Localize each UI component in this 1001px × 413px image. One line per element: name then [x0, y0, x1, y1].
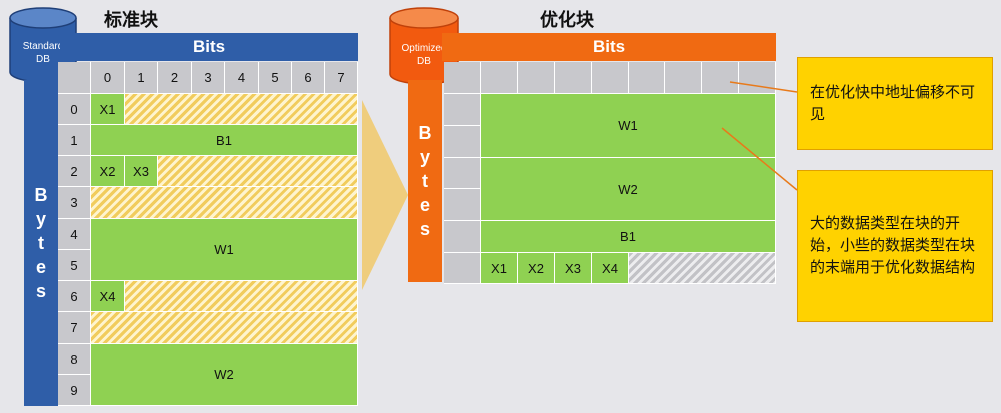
var-b1: B1	[481, 221, 776, 253]
bit-header-blank	[518, 62, 555, 94]
byte-header: 2	[58, 156, 91, 187]
var-w1: W1	[481, 94, 776, 158]
optimized-block-grid: W1 W2 B1 X1 X2 X3 X4	[444, 62, 776, 284]
callout-line-2	[721, 127, 798, 191]
bit-header-blank	[592, 62, 629, 94]
bit-header: 0	[91, 62, 125, 94]
standard-bytes-label: B y t e s	[24, 80, 58, 406]
byte-header: 5	[58, 250, 91, 281]
byte-header: 9	[58, 375, 91, 406]
standard-block-grid: 0 1 2 3 4 5 6 7 0 1 2 3 4 5 6 7 8 9 X1 B…	[58, 62, 358, 406]
optimized-bytes-label: B y t e s	[408, 80, 442, 282]
byte-header: 7	[58, 312, 91, 344]
note-address-offset: 在优化快中地址偏移不可见	[797, 57, 993, 150]
var-x2: X2	[91, 156, 125, 187]
var-w2: W2	[91, 344, 358, 406]
byte-header: 1	[58, 125, 91, 156]
byte-header-blank	[444, 189, 481, 221]
byte-header: 3	[58, 187, 91, 219]
transform-arrow-icon	[362, 100, 408, 290]
var-x4: X4	[91, 281, 125, 312]
var-x3: X3	[555, 253, 592, 284]
unused-bits	[629, 253, 776, 284]
var-b1: B1	[91, 125, 358, 156]
byte-header-blank	[444, 94, 481, 126]
optimized-db-cylinder-icon	[389, 7, 459, 85]
var-x1: X1	[91, 94, 125, 125]
bit-header-blank	[629, 62, 665, 94]
bit-header: 2	[158, 62, 192, 94]
optimized-bits-header: Bits	[442, 33, 776, 61]
bit-header: 3	[192, 62, 225, 94]
unused-bits	[125, 94, 358, 125]
bit-header: 1	[125, 62, 158, 94]
byte-header-blank	[444, 221, 481, 253]
var-x2: X2	[518, 253, 555, 284]
note-data-order: 大的数据类型在块的开始，小些的数据类型在块的末端用于优化数据结构	[797, 170, 993, 322]
byte-header: 0	[58, 94, 91, 125]
var-w1: W1	[91, 219, 358, 281]
byte-header: 8	[58, 344, 91, 375]
byte-header-blank	[444, 158, 481, 189]
unused-bits	[125, 281, 358, 312]
standard-db-label: Standard DB	[22, 41, 64, 65]
unused-bits	[158, 156, 358, 187]
standard-block-title: 标准块	[104, 10, 158, 30]
var-x1: X1	[481, 253, 518, 284]
optimized-db-label: Optimized DB	[401, 43, 447, 67]
bit-header: 5	[259, 62, 292, 94]
var-x4: X4	[592, 253, 629, 284]
byte-header: 4	[58, 219, 91, 250]
standard-bits-header: Bits	[60, 33, 358, 61]
grid-corner	[444, 62, 481, 94]
bit-header-blank	[555, 62, 592, 94]
bit-header: 7	[325, 62, 358, 94]
optimized-block-title: 优化块	[540, 10, 594, 30]
bit-header-blank	[702, 62, 739, 94]
bit-header-blank	[481, 62, 518, 94]
byte-header: 6	[58, 281, 91, 312]
var-w2: W2	[481, 158, 776, 221]
callout-line-1	[729, 81, 798, 93]
byte-header-blank	[444, 126, 481, 158]
var-x3: X3	[125, 156, 158, 187]
byte-header-blank	[444, 253, 481, 284]
unused-byte	[91, 187, 358, 219]
unused-byte	[91, 312, 358, 344]
grid-corner	[58, 62, 91, 94]
bit-header: 6	[292, 62, 325, 94]
bit-header: 4	[225, 62, 259, 94]
bit-header-blank	[665, 62, 702, 94]
